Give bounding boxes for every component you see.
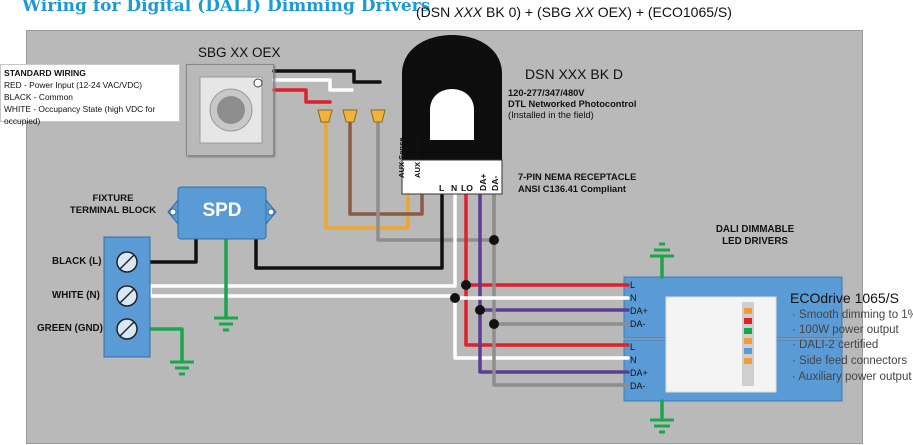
ansi-label: ANSI C136.41 Compliant — [518, 184, 626, 194]
dsn-name: DTL Networked Photocontrol — [508, 99, 637, 109]
terminal-white-label: WHITE (N) — [52, 290, 100, 301]
screw-icon — [116, 285, 138, 307]
driver2-pin-l: L — [630, 342, 636, 352]
eco-feature-2: · 100W power output — [792, 324, 899, 336]
pin-n: N — [451, 183, 458, 193]
dtl-photocontrol — [401, 35, 503, 195]
driver2-pin-da-plus: DA+ — [630, 368, 648, 378]
driver1-pin-da-plus: DA+ — [630, 306, 648, 316]
fixture-label-line2: TERMINAL BLOCK — [69, 205, 157, 216]
eco-title: ECOdrive 1065/S — [790, 290, 899, 306]
legend-black: BLACK - Common — [4, 92, 73, 102]
ground-icon — [170, 360, 194, 376]
terminal-black-label: BLACK (L) — [52, 256, 102, 267]
screw-icon — [116, 318, 138, 340]
red-wire-sensor — [272, 88, 332, 104]
spd-label: SPD — [202, 200, 242, 221]
spd-module — [167, 186, 277, 240]
gray-wire-lower — [492, 322, 630, 387]
fixture-label-line1: FIXTURE — [92, 193, 134, 204]
wire-nut-icon — [342, 109, 358, 123]
pin-l: L — [439, 183, 445, 193]
dsn-label: DSN XXX BK D — [525, 66, 624, 82]
junction-dot — [475, 305, 485, 315]
sbg-sensor-box — [186, 64, 274, 156]
ground-symbols — [170, 242, 674, 434]
driver2-pin-da-minus: DA- — [630, 381, 646, 391]
pin-da-plus: DA+ — [478, 173, 488, 191]
orange-wire — [324, 116, 410, 230]
driver1-pin-da-minus: DA- — [630, 319, 646, 329]
eco-feature-1: · Smooth dimming to 1% — [792, 309, 913, 321]
diagram-title: Wiring for Digital (DALI) Dimming Driver… — [22, 0, 431, 16]
legend-red: RED - Power Input (12-24 VAC/VDC) — [4, 80, 143, 90]
ground-icon — [214, 316, 238, 332]
purple-wire-DA+ — [478, 190, 630, 312]
screw-icon — [116, 251, 138, 273]
red-wire-lower — [464, 283, 630, 347]
white-wire-lower — [453, 296, 630, 360]
eco-feature-5: · Auxiliary power output — [792, 371, 912, 383]
white-wire-sensor — [272, 78, 354, 92]
fixture-terminal-label: FIXTURE TERMINAL BLOCK — [53, 193, 173, 217]
dsn-note: (Installed in the field) — [508, 110, 594, 120]
driver2-pin-n: N — [630, 355, 637, 365]
pin-lo: LO — [461, 183, 473, 193]
junction-dot — [489, 235, 499, 245]
black-wire-L — [254, 190, 444, 270]
fixture-terminal-block — [103, 236, 151, 358]
brown-wire — [348, 116, 424, 216]
legend-heading: STANDARD WIRING — [4, 68, 86, 78]
sbg-label: SBG XX OEX — [198, 45, 281, 60]
wire-nut-icons — [317, 109, 386, 123]
driver1-pin-l: L — [630, 280, 636, 290]
legend-white: WHITE - Occupancy State (high VDC for oc… — [4, 104, 156, 126]
pin-da-minus: DA- — [490, 175, 500, 191]
standard-wiring-legend: STANDARD WIRING RED - Power Input (12-24… — [0, 64, 180, 126]
ground-icon — [650, 418, 674, 434]
wire-nut-icon — [370, 109, 386, 123]
ground-icon — [650, 242, 674, 258]
gray-wire-DA- — [492, 190, 630, 326]
dali-label-line1: DALI DIMMABLE — [715, 224, 795, 235]
black-wire-sensor — [272, 69, 382, 84]
junction-dot — [461, 280, 471, 290]
eco-feature-4: · Side feed connectors — [792, 355, 908, 367]
terminal-green-wire — [136, 327, 184, 364]
pin-aux-sense: AUX Sense — [397, 137, 406, 178]
part-number-formula: (DSN XXX BK 0) + (SBG XX OEX) + (ECO1065… — [416, 4, 732, 20]
receptacle-label: 7-PIN NEMA RECEPTACLE — [518, 172, 637, 182]
terminal-green-label: GREEN (GND) — [37, 323, 103, 334]
eco-driver-thumbnail — [665, 296, 777, 393]
wire-nut-icon — [317, 109, 333, 123]
dali-drivers-label: DALI DIMMABLE LED DRIVERS — [700, 224, 810, 248]
purple-wire-lower — [478, 308, 630, 374]
dali-label-line2: LED DRIVERS — [722, 236, 788, 247]
terminal-black-wire — [136, 230, 198, 264]
sbg-sensor-face — [199, 76, 263, 144]
junction-dot — [489, 319, 499, 329]
pin-aux-power: AUX Power — [413, 137, 422, 178]
eco-feature-3: · DALI-2 certified — [792, 339, 879, 351]
driver1-pin-n: N — [630, 293, 637, 303]
junction-dot — [450, 293, 460, 303]
dsn-voltage: 120-277/347/480V — [508, 88, 585, 98]
